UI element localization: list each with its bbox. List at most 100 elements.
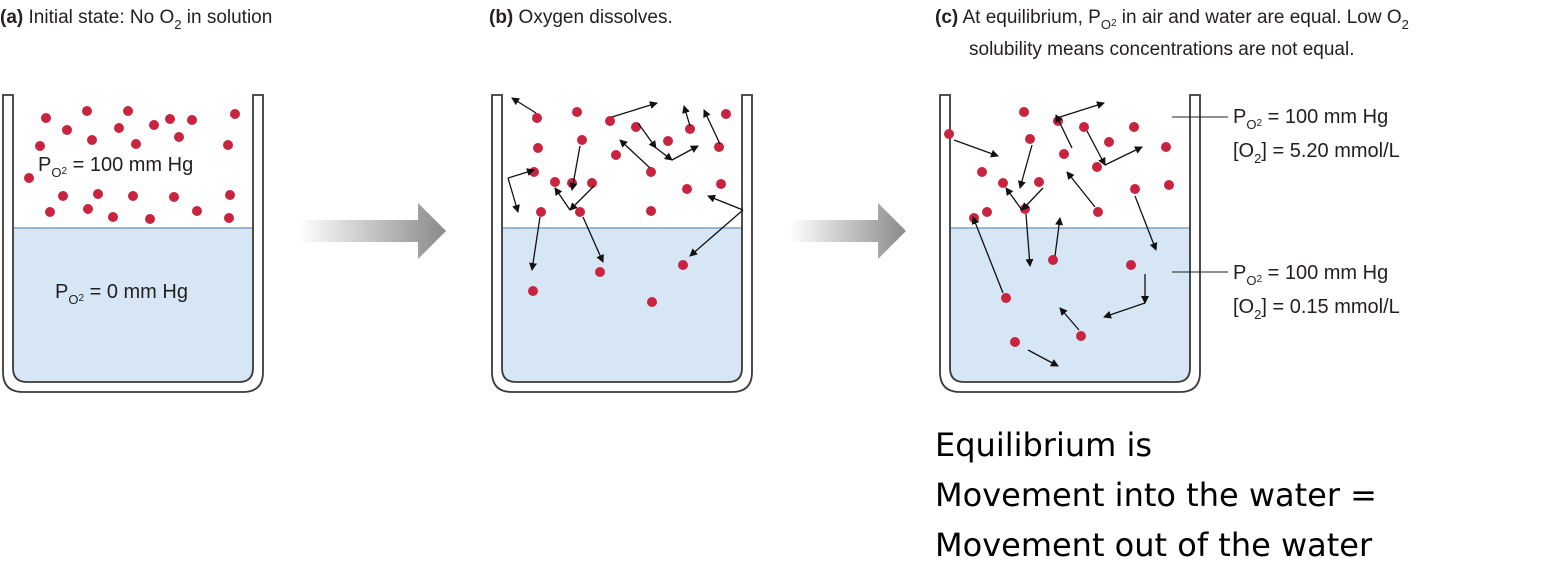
panel-c-air-pressure-label: PO2 = 100 mm Hg — [1233, 104, 1388, 134]
motion-arrow — [682, 105, 691, 127]
oxygen-molecule — [224, 213, 234, 223]
oxygen-molecule — [62, 125, 72, 135]
caption-a-rest: in solution — [181, 7, 273, 28]
pressure-value: = 0 mm Hg — [84, 281, 188, 303]
oxygen-molecule — [169, 192, 179, 202]
oxygen-molecule — [58, 191, 68, 201]
motion-arrow — [1055, 114, 1073, 149]
beaker-a-glass — [2, 94, 264, 393]
oxygen-molecule — [1034, 177, 1044, 187]
equilibrium-note: Equilibrium is Movement into the water =… — [935, 420, 1377, 570]
oxygen-molecule — [123, 106, 133, 116]
note-line-1: Equilibrium is — [935, 426, 1153, 464]
beaker-b-glass — [491, 94, 753, 393]
pressure-symbol: P — [55, 281, 69, 303]
oxygen-molecule — [716, 179, 726, 189]
oxygen-molecule — [1025, 134, 1035, 144]
motion-arrow — [1021, 187, 1044, 211]
oxygen-molecule — [1093, 207, 1103, 217]
oxygen-molecule — [647, 297, 657, 307]
oxygen-molecule — [1010, 337, 1020, 347]
oxygen-molecule — [998, 178, 1008, 188]
oxygen-molecule — [24, 173, 34, 183]
pressure-sub-o: O — [68, 292, 79, 307]
oxygen-molecule — [82, 106, 92, 116]
oxygen-molecule — [35, 141, 45, 151]
oxygen-molecule — [982, 207, 992, 217]
oxygen-molecule — [87, 135, 97, 145]
concentration-value: ] = 5.20 mmol/L — [1261, 140, 1400, 162]
oxygen-molecule — [1126, 260, 1136, 270]
beaker-b — [491, 94, 753, 393]
caption-c-line1: (c) At equilibrium, PO2 in air and water… — [935, 4, 1409, 35]
motion-arrow — [1103, 302, 1146, 319]
oxygen-molecule — [187, 115, 197, 125]
motion-arrow — [953, 139, 999, 158]
oxygen-molecule — [45, 207, 55, 217]
motion-arrow — [703, 109, 721, 145]
oxygen-molecule — [165, 114, 175, 124]
beaker-b-water — [502, 228, 742, 382]
oxygen-molecule — [532, 113, 542, 123]
motion-arrow — [1104, 146, 1143, 166]
oxygen-molecule — [83, 204, 93, 214]
caption-c-line2-text: solubility means concentrations are not … — [969, 39, 1355, 60]
oxygen-molecule — [714, 142, 724, 152]
oxygen-molecule — [646, 206, 656, 216]
oxygen-molecule — [1076, 331, 1086, 341]
caption-c-sub1: O — [1100, 17, 1111, 32]
oxygen-molecule — [192, 206, 202, 216]
oxygen-molecule — [1053, 116, 1063, 126]
caption-b-text: Oxygen dissolves. — [518, 7, 673, 28]
pressure-value: = 100 mm Hg — [1262, 262, 1389, 284]
beaker-a — [2, 94, 264, 393]
note-line-2: Movement into the water = — [935, 476, 1377, 514]
pressure-sub-o: O — [1246, 273, 1257, 288]
oxygen-molecule — [93, 189, 103, 199]
transition-arrow-2 — [790, 203, 906, 259]
caption-a: (a) Initial state: No O2 in solution — [0, 4, 272, 33]
panel-a-air-pressure-label: PO2 = 100 mm Hg — [38, 152, 193, 182]
motion-arrow — [1027, 349, 1059, 367]
oxygen-molecule — [41, 113, 51, 123]
oxygen-molecule — [114, 123, 124, 133]
pressure-sub-o: O — [51, 165, 62, 180]
motion-arrow — [1059, 307, 1080, 331]
motion-arrow — [511, 97, 537, 114]
oxygen-molecule — [1001, 293, 1011, 303]
oxygen-molecule — [225, 190, 235, 200]
beaker-c-glass — [939, 94, 1201, 393]
beaker-c — [939, 94, 1201, 393]
panel-c-water-pressure-label: PO2 = 100 mm Hg — [1233, 260, 1388, 290]
oxygen-molecule — [145, 214, 155, 224]
caption-c-line2: solubility means concentrations are not … — [969, 36, 1355, 64]
pressure-sub-o: O — [1246, 117, 1257, 132]
oxygen-molecule — [682, 184, 692, 194]
pressure-symbol: P — [1233, 262, 1247, 284]
concentration-value: ] = 0.15 mmol/L — [1261, 296, 1400, 318]
caption-c-text-a: At equilibrium, P — [962, 7, 1101, 28]
oxygen-molecule — [611, 150, 621, 160]
motion-arrow — [671, 145, 699, 161]
caption-c-letter: (c) — [935, 7, 959, 28]
oxygen-molecule — [149, 120, 159, 130]
concentration-open: [O — [1233, 296, 1255, 318]
motion-arrow — [1005, 187, 1023, 211]
oxygen-molecule — [1164, 180, 1174, 190]
oxygen-molecule — [587, 178, 597, 188]
oxygen-molecule — [663, 136, 673, 146]
pressure-value: = 100 mm Hg — [67, 154, 194, 176]
oxygen-molecule — [131, 139, 141, 149]
caption-b-letter: (b) — [489, 7, 514, 28]
caption-a-text: Initial state: No O — [28, 7, 175, 28]
panel-a-water-pressure-label: PO2 = 0 mm Hg — [55, 279, 188, 309]
caption-a-letter: (a) — [0, 7, 24, 28]
pressure-symbol: P — [1233, 106, 1247, 128]
oxygen-molecule — [128, 191, 138, 201]
motion-arrow — [611, 101, 658, 118]
pressure-symbol: P — [38, 154, 52, 176]
motion-arrow — [507, 168, 535, 179]
oxygen-molecule — [575, 207, 585, 217]
motion-arrow — [655, 147, 673, 161]
